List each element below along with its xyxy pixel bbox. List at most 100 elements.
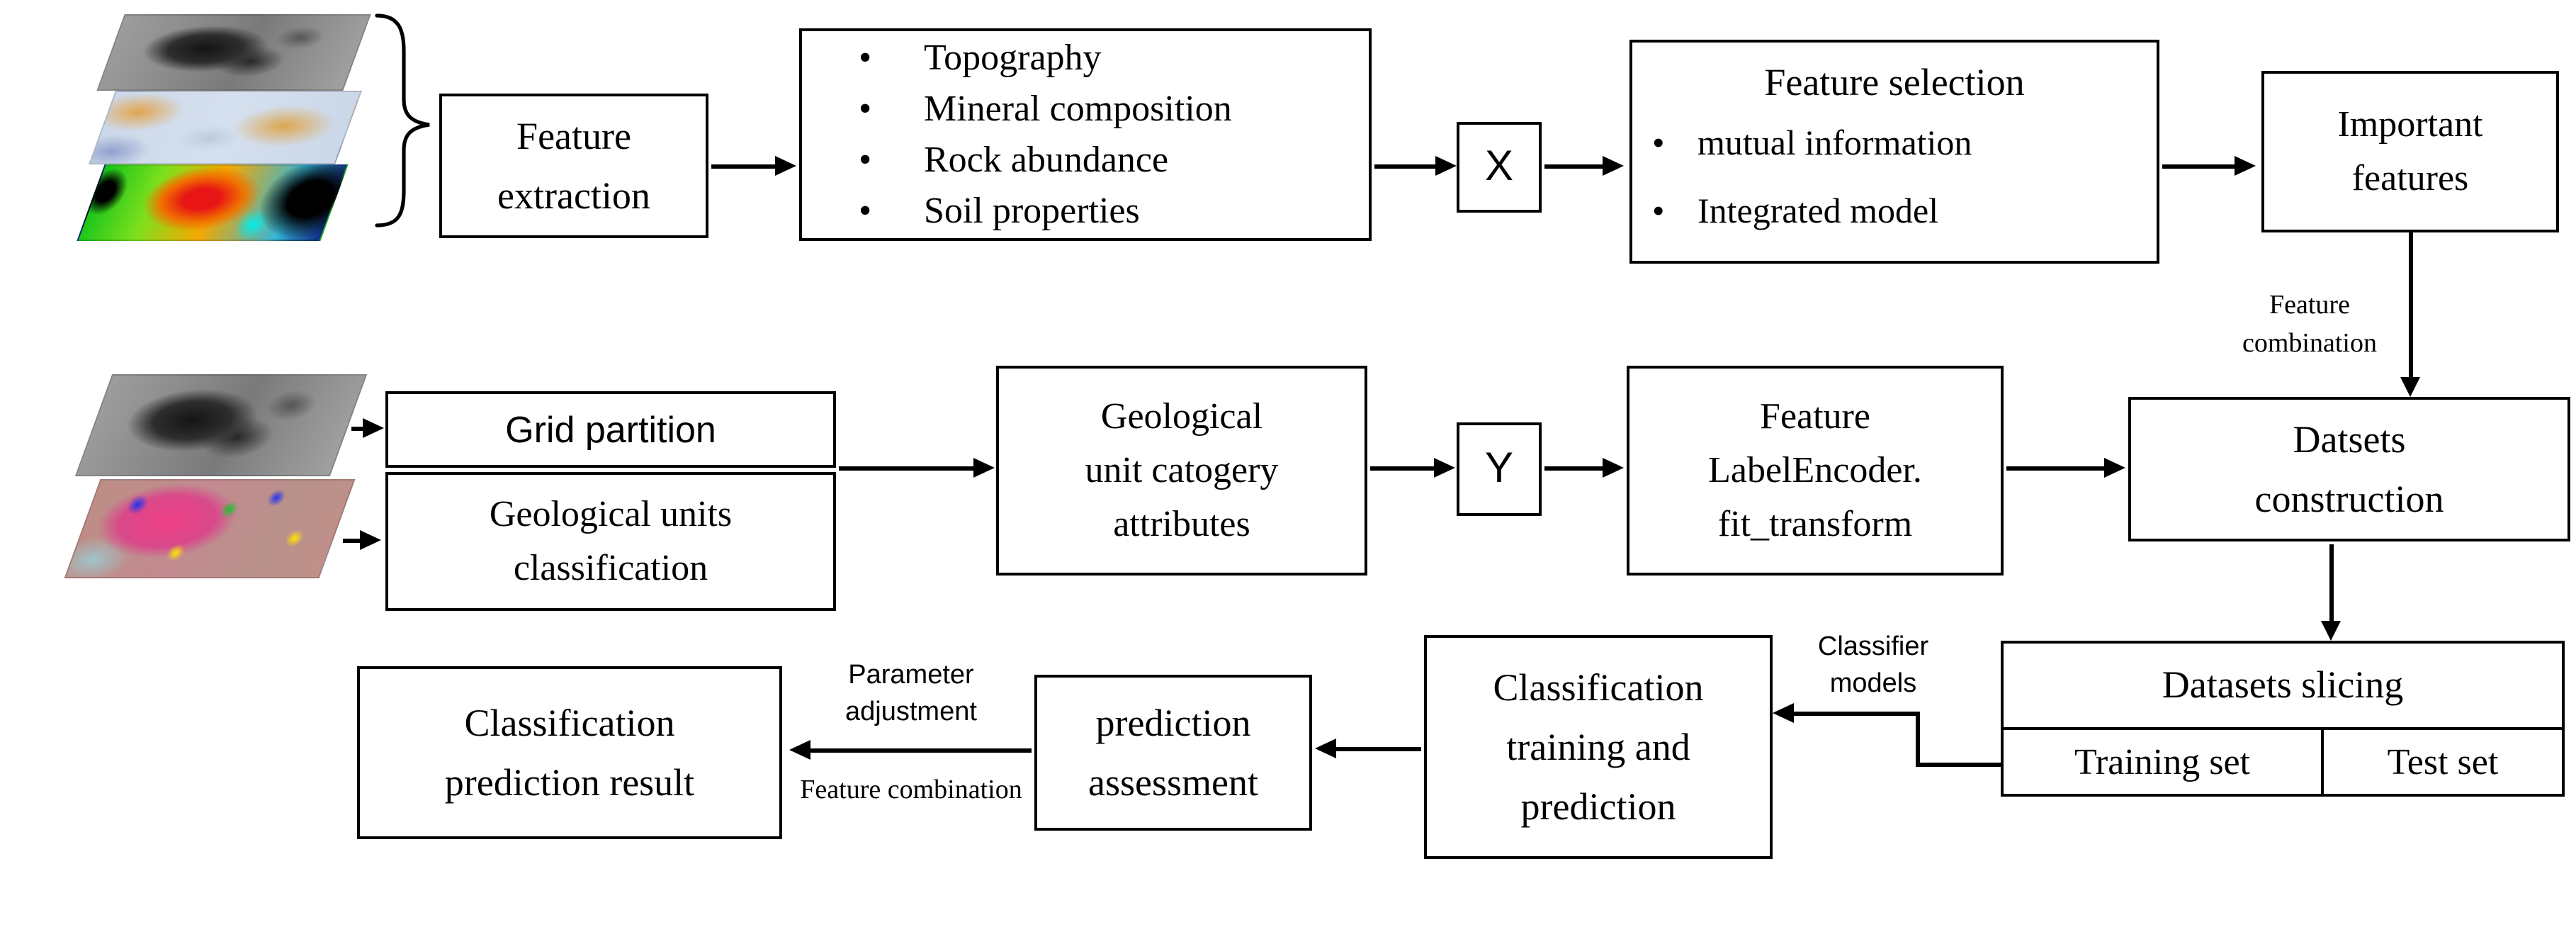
arrow-training-to-assessment bbox=[1333, 747, 1421, 751]
feature-extraction-line2: extraction bbox=[497, 174, 650, 217]
feature-combination-bottom-line1: Feature bbox=[800, 775, 881, 805]
y-node-label: Y bbox=[1484, 445, 1513, 492]
label-encoder-line2: LabelEncoder. bbox=[1708, 449, 1922, 490]
label-encoder-line1: Feature bbox=[1760, 395, 1870, 437]
arrowhead-category-to-y bbox=[1434, 458, 1455, 478]
grid-partition-label: Grid partition bbox=[505, 408, 716, 450]
arrowhead-x-to-selection bbox=[1603, 156, 1624, 176]
feature-extraction-box: Feature extraction bbox=[439, 94, 708, 238]
arrow-selection-to-important bbox=[2162, 164, 2236, 168]
feature-selection-box: Feature selection mutual information Int… bbox=[1629, 40, 2159, 264]
parameter-adjustment-label: Parameter adjustment bbox=[798, 658, 1024, 731]
geo-category-line2: unit catogery bbox=[1085, 449, 1279, 490]
datasets-slicing-box: Datasets slicing Training set Test set bbox=[2001, 641, 2565, 797]
feature-combination-top-label: Feature combination bbox=[2203, 286, 2416, 363]
arrow-units-to-category bbox=[839, 466, 975, 470]
feature-combination-bottom-line2: combination bbox=[887, 775, 1022, 805]
connector-training-horizontal-long bbox=[1791, 712, 1919, 715]
geo-units-line1: Geological units bbox=[489, 493, 733, 534]
arrowhead-encoder-to-construction bbox=[2104, 458, 2125, 478]
classification-training-line1: Classification bbox=[1493, 666, 1704, 709]
feature-combination-top-line1: Feature bbox=[2269, 291, 2350, 320]
arrowhead-assessment-to-result bbox=[789, 740, 810, 760]
classification-result-box: Classification prediction result bbox=[357, 666, 782, 839]
feature-selection-item-mutual-information: mutual information bbox=[1632, 111, 2157, 179]
features-list-box: Topography Mineral composition Rock abun… bbox=[799, 28, 1372, 241]
datasets-construction-line1: Datsets bbox=[2293, 418, 2406, 461]
arrowhead-y-to-encoder bbox=[1603, 458, 1624, 478]
feature-item-topography: Topography bbox=[802, 33, 1369, 84]
y-node-box: Y bbox=[1457, 422, 1542, 516]
label-encoder-box: Feature LabelEncoder. fit_transform bbox=[1627, 366, 2004, 576]
arrowhead-gray-to-grid bbox=[363, 418, 384, 438]
feature-selection-title: Feature selection bbox=[1764, 61, 2025, 103]
training-set-cell: Training set bbox=[2004, 730, 2324, 794]
arrowhead-extraction-to-features bbox=[775, 156, 796, 176]
arrow-y-to-encoder bbox=[1544, 466, 1604, 470]
test-set-cell: Test set bbox=[2387, 741, 2499, 782]
datasets-construction-line2: construction bbox=[2254, 478, 2444, 520]
feature-combination-bottom-label: Feature combination bbox=[798, 771, 1024, 809]
classification-training-box: Classification training and prediction bbox=[1424, 635, 1773, 859]
feature-combination-top-line2: combination bbox=[2242, 329, 2377, 359]
arrow-important-to-construction bbox=[2409, 232, 2412, 377]
important-features-line2: features bbox=[2351, 157, 2469, 198]
arrow-geo-image-to-classification bbox=[343, 539, 363, 542]
connector-training-horizontal-short bbox=[1916, 763, 2001, 766]
curly-brace bbox=[375, 13, 430, 228]
datasets-slicing-title: Datasets slicing bbox=[2162, 663, 2404, 707]
geo-category-line1: Geological bbox=[1100, 395, 1263, 437]
feature-item-soil-properties: Soil properties bbox=[802, 186, 1369, 237]
x-node-box: X bbox=[1457, 122, 1542, 213]
arrow-encoder-to-construction bbox=[2006, 466, 2106, 470]
input-image-geological-units bbox=[64, 479, 356, 578]
arrowhead-important-to-construction bbox=[2400, 377, 2420, 397]
arrowhead-features-to-x bbox=[1435, 156, 1457, 176]
prediction-assessment-line1: prediction bbox=[1095, 702, 1251, 744]
input-image-grayscale-bottom bbox=[74, 374, 368, 476]
feature-item-rock-abundance: Rock abundance bbox=[802, 135, 1369, 186]
feature-item-mineral-composition: Mineral composition bbox=[802, 84, 1369, 135]
parameter-adjustment-line1: Parameter bbox=[848, 661, 974, 690]
input-image-mineral-map bbox=[89, 91, 362, 164]
input-image-grayscale-top bbox=[96, 14, 371, 91]
classification-result-line2: prediction result bbox=[444, 761, 695, 804]
arrow-features-to-x bbox=[1374, 164, 1437, 168]
prediction-assessment-line2: assessment bbox=[1088, 761, 1258, 804]
important-features-box: Important features bbox=[2261, 71, 2559, 232]
parameter-adjustment-line2: adjustment bbox=[845, 697, 977, 727]
arrow-extraction-to-features bbox=[711, 164, 776, 168]
grid-partition-box: Grid partition bbox=[385, 391, 836, 468]
arrowhead-construction-to-slicing bbox=[2321, 621, 2341, 641]
arrow-construction-to-slicing bbox=[2329, 544, 2333, 621]
geological-units-classification-box: Geological units classification bbox=[385, 472, 836, 611]
important-features-line1: Important bbox=[2337, 103, 2483, 145]
classification-training-line3: prediction bbox=[1520, 785, 1676, 828]
arrow-assessment-to-result bbox=[808, 748, 1032, 752]
classification-training-line2: training and bbox=[1506, 726, 1690, 768]
datasets-construction-box: Datsets construction bbox=[2128, 397, 2570, 541]
arrow-x-to-selection bbox=[1544, 164, 1604, 168]
datasets-slicing-cells: Training set Test set bbox=[2004, 727, 2562, 794]
classifier-models-line2: models bbox=[1829, 669, 1917, 699]
classifier-models-line1: Classifier bbox=[1817, 632, 1929, 662]
feature-extraction-line1: Feature bbox=[516, 115, 631, 157]
prediction-assessment-box: prediction assessment bbox=[1034, 675, 1312, 831]
arrowhead-training-to-assessment bbox=[1315, 739, 1336, 758]
feature-selection-item-integrated-model: Integrated model bbox=[1632, 179, 2157, 247]
arrow-category-to-y bbox=[1370, 466, 1435, 470]
arrow-gray-to-grid bbox=[351, 427, 366, 430]
arrowhead-selection-to-important bbox=[2235, 156, 2256, 176]
arrowhead-geo-image-to-classification bbox=[360, 530, 381, 550]
arrowhead-training-to-classification bbox=[1773, 703, 1794, 723]
x-node-label: X bbox=[1484, 143, 1513, 190]
connector-training-vertical bbox=[1916, 712, 1919, 765]
classifier-models-label: Classifier models bbox=[1774, 629, 1972, 703]
geo-category-line3: attributes bbox=[1113, 503, 1250, 544]
label-encoder-line3: fit_transform bbox=[1717, 503, 1913, 544]
classification-result-line1: Classification bbox=[464, 702, 675, 744]
geo-units-line2: classification bbox=[513, 547, 708, 588]
arrowhead-units-to-category bbox=[973, 458, 995, 478]
geological-unit-category-box: Geological unit catogery attributes bbox=[996, 366, 1367, 576]
